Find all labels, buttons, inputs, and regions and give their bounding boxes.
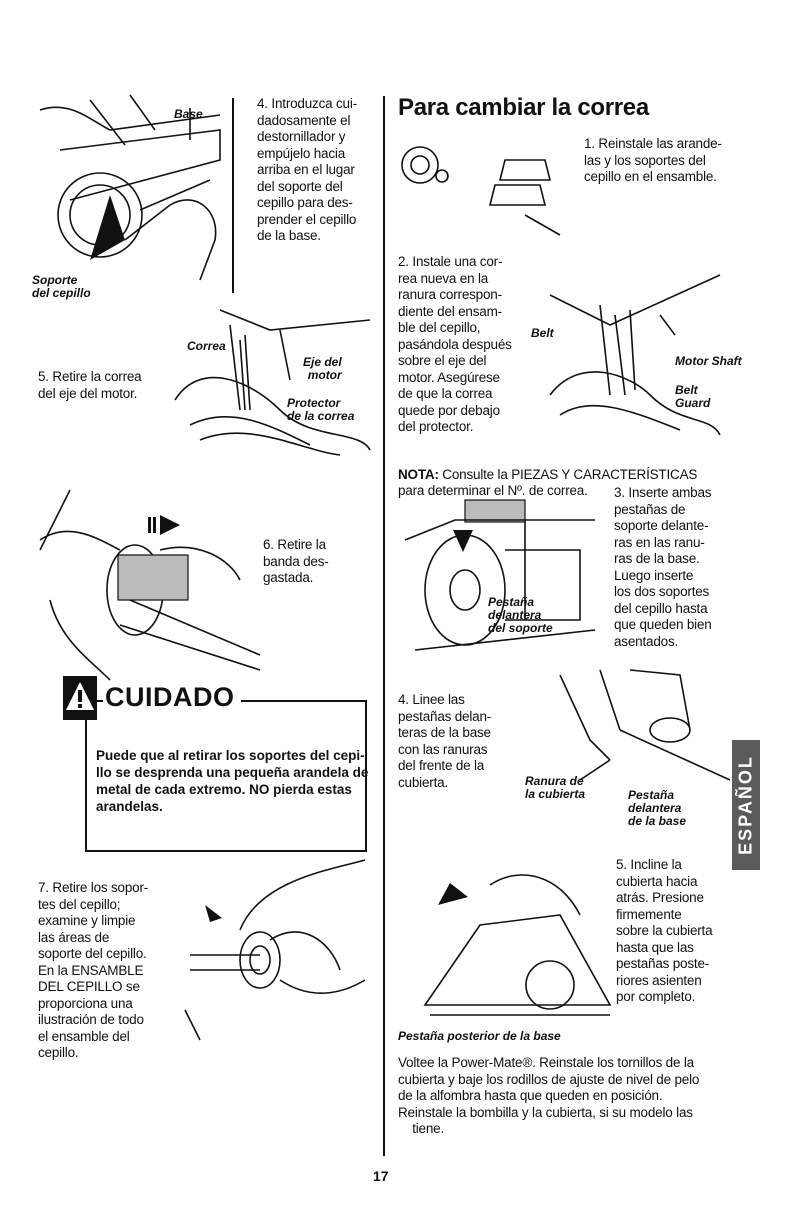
warning-triangle-icon	[63, 676, 97, 720]
illustration-tilt-cover	[423, 874, 612, 1016]
illustration-belt-motor-shaft	[174, 309, 371, 456]
label-base: Base	[174, 107, 203, 121]
caution-text: Puede que al retirar los soportes del ce…	[96, 748, 369, 814]
right-step-2: 2. Instale una cor- rea nueva en la ranu…	[398, 254, 512, 434]
right-step-1: 1. Reinstale las arande- las y los sopor…	[584, 136, 722, 184]
left-step-7: 7. Retire los sopor- tes del cepillo; ex…	[38, 880, 149, 1060]
right-step-5: 5. Incline la cubierta hacia atrás. Pres…	[616, 857, 713, 1004]
illustration-align-base-tabs	[559, 669, 731, 781]
label-pestana-delantera-del-soporte: Pestaña delantera del soporte	[488, 595, 553, 635]
illustration-washers-supports	[401, 146, 561, 236]
caution-title: CUIDADO	[103, 682, 241, 713]
divider-step4	[232, 98, 234, 293]
label-belt-guard: Belt Guard	[675, 383, 711, 410]
left-step-4: 4. Introduzca cui- dadosamente el destor…	[257, 96, 357, 243]
nota-text: Consulte la PIEZAS Y CARACTERÍSTICAS par…	[398, 466, 698, 499]
illustration-insert-front-tabs	[404, 499, 596, 651]
caution-header: CUIDADO	[63, 676, 363, 720]
page-title: Para cambiar la correa	[398, 94, 649, 121]
right-step-4: 4. Linee las pestañas delan- teras de la…	[398, 692, 492, 790]
label-pestana-posterior-de-la-base: Pestaña posterior de la base	[398, 1029, 561, 1043]
nota-label: NOTA:	[398, 466, 439, 482]
left-step-6: 6. Retire la banda des- gastada.	[263, 537, 329, 585]
label-belt: Belt	[531, 326, 554, 340]
label-protector-de-la-correa: Protector de la correa	[287, 396, 355, 423]
label-soporte-del-cepillo: Soporte del cepillo	[32, 273, 91, 300]
illustration-brush-support-removal	[39, 94, 221, 281]
label-ranura-de-la-cubierta: Ranura de la cubierta	[525, 774, 586, 801]
label-pestana-delantera-de-la-base: Pestaña delantera de la base	[628, 788, 687, 828]
right-step-3: 3. Inserte ambas pestañas de soporte del…	[614, 485, 712, 649]
left-step-5: 5. Retire la correa del eje del motor.	[38, 369, 142, 401]
page-number: 17	[373, 1168, 389, 1184]
language-side-tab: ESPAÑOL	[732, 740, 760, 870]
illustration-brush-assembly	[184, 859, 366, 1041]
closing-paragraph: Voltee la Power-Mate®. Reinstale los tor…	[398, 1055, 700, 1136]
illustration-install-new-belt	[549, 274, 721, 436]
language-side-tab-label: ESPAÑOL	[735, 755, 756, 855]
column-divider	[383, 96, 385, 1156]
label-correa: Correa	[187, 339, 226, 353]
nota: NOTA: Consulte la PIEZAS Y CARACTERÍSTIC…	[398, 450, 697, 500]
illustration-remove-worn-belt	[39, 489, 261, 681]
label-eje-del-motor: Eje del motor	[303, 355, 342, 382]
label-motor-shaft: Motor Shaft	[675, 354, 742, 368]
